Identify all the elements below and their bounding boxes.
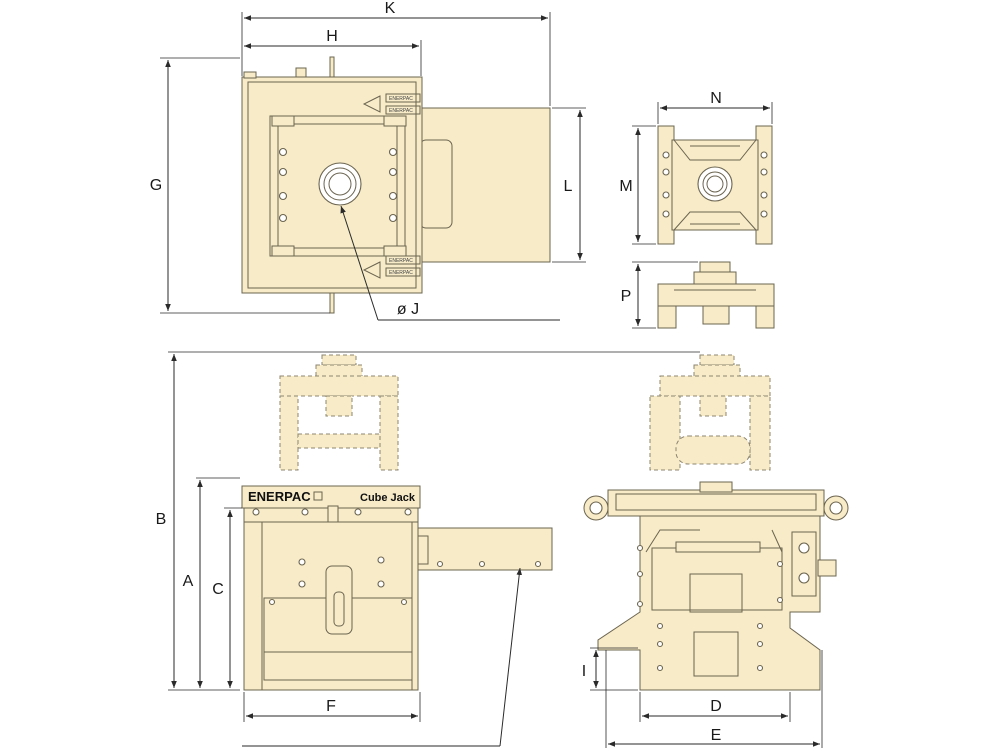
dim-label-N: N xyxy=(710,90,722,107)
dim-label-J: ø J xyxy=(397,301,419,318)
dim-label-A: A xyxy=(183,573,194,590)
dim-label-D: D xyxy=(710,698,722,715)
extended-frame-ghost-left xyxy=(279,354,399,471)
dimension-G: G xyxy=(150,57,330,314)
dimension-P: P xyxy=(621,261,698,329)
dimension-L: L xyxy=(552,107,586,263)
side-view-bottom xyxy=(657,261,775,329)
dimension-M: M xyxy=(619,125,656,245)
dimension-B: B xyxy=(156,351,700,691)
dimension-J: ø J xyxy=(340,205,560,321)
dim-label-I: I xyxy=(582,663,586,680)
dimension-C: C xyxy=(212,507,242,688)
rear-view xyxy=(583,481,849,691)
dim-label-K: K xyxy=(385,0,396,17)
dim-label-L: L xyxy=(564,178,573,195)
dimension-N: N xyxy=(657,90,773,124)
dim-label-F: F xyxy=(326,698,336,715)
dimension-D: D xyxy=(639,692,791,722)
dimension-E: E xyxy=(605,650,823,748)
dim-label-M: M xyxy=(619,178,632,195)
svg-text:ENERPAC: ENERPAC xyxy=(389,96,413,102)
dim-label-E: E xyxy=(711,727,722,744)
dimension-F: F xyxy=(243,692,421,722)
svg-text:ENERPAC: ENERPAC xyxy=(389,258,413,264)
front-view: ENERPAC Cube Jack xyxy=(241,485,553,691)
svg-text:ENERPAC: ENERPAC xyxy=(389,270,413,276)
dim-label-C: C xyxy=(212,581,224,598)
dim-label-G: G xyxy=(150,177,162,194)
dimension-K: K xyxy=(241,0,551,106)
dim-label-P: P xyxy=(621,288,632,305)
dimension-H: H xyxy=(244,28,422,76)
brand-name: ENERPAC xyxy=(248,489,311,504)
dim-label-H: H xyxy=(326,28,338,45)
top-view: ENERPAC ENERPAC ENERPAC ENERPAC xyxy=(241,56,551,314)
svg-text:ENERPAC: ENERPAC xyxy=(389,108,413,114)
extended-frame-ghost-right xyxy=(649,354,771,471)
side-view-top xyxy=(657,125,773,245)
dim-label-B: B xyxy=(156,511,167,528)
model-name: Cube Jack xyxy=(360,492,416,504)
leader-line-bottom xyxy=(242,567,523,747)
dimension-A: A xyxy=(183,477,240,688)
dimension-I: I xyxy=(582,647,638,691)
